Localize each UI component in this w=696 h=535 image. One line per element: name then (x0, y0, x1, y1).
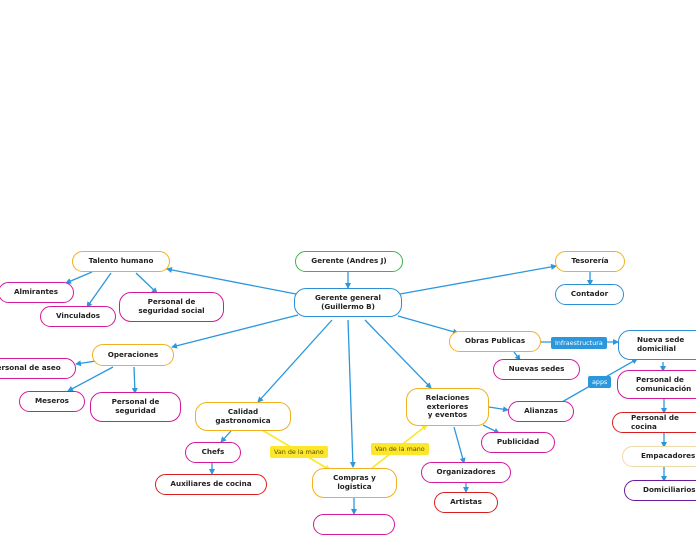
node-nueva-sede-domicilial[interactable]: Nueva sede domicilial (618, 330, 696, 360)
link-general-to-calidad (257, 319, 333, 403)
node-contador[interactable]: Contador (555, 284, 624, 305)
node-relaciones-exteriores[interactable]: Relaciones exteriores y eventos (406, 388, 489, 426)
node-almirantes[interactable]: Almirantes (0, 282, 74, 303)
node-meseros[interactable]: Meseros (19, 391, 85, 412)
node-domiciliarios[interactable]: Domiciliarios (624, 480, 696, 501)
link-operaciones-to-seguridad (131, 366, 138, 394)
link-operaciones-to-meseros (67, 366, 114, 392)
node-auxiliares-cocina[interactable]: Auxiliares de cocina (155, 474, 267, 495)
tag-van-de-la-mano-right: Van de la mano (371, 443, 429, 456)
link-obras-to-sedes (513, 351, 521, 361)
node-compras-child[interactable] (313, 514, 395, 535)
node-personal-aseo[interactable]: Personal de aseo (0, 358, 76, 379)
link-relaciones-to-publicidad (482, 424, 500, 434)
node-chefs[interactable]: Chefs (185, 442, 241, 463)
link-talento-to-vinculados (86, 272, 112, 308)
link-talento-to-almirantes (65, 271, 93, 284)
link-talento-to-seguridad-social (135, 272, 158, 294)
node-operaciones[interactable]: Operaciones (92, 344, 174, 366)
node-compras-logistica[interactable]: Compras y logistica (312, 468, 397, 498)
tag-van-de-la-mano-left: Van de la mano (270, 446, 328, 459)
link-relaciones-to-alianzas (488, 406, 509, 413)
node-gerente[interactable]: Gerente (Andres J) (295, 251, 403, 272)
node-personal-comunicacion[interactable]: Personal de comunicación (617, 370, 696, 399)
node-gerente-general[interactable]: Gerente general (Guillermo B) (294, 288, 402, 317)
link-relaciones-to-organizadores (453, 426, 466, 464)
link-general-to-compras (347, 319, 356, 468)
link-general-to-talento (166, 267, 297, 295)
node-alianzas[interactable]: Alianzas (508, 401, 574, 422)
node-publicidad[interactable]: Publicidad (481, 432, 555, 453)
link-general-to-obras (397, 315, 459, 335)
node-personal-cocina[interactable]: Personal de cocina (612, 412, 696, 433)
node-talento-humano[interactable]: Talento humano (72, 251, 170, 272)
link-general-to-operaciones (171, 314, 299, 349)
node-personal-seguridad[interactable]: Personal de seguridad (90, 392, 181, 422)
link-operaciones-to-aseo (75, 360, 97, 367)
node-personal-seguridad-social[interactable]: Personal de seguridad social (119, 292, 224, 322)
node-obras-publicas[interactable]: Obras Publicas (449, 331, 541, 352)
tag-apps: apps (588, 376, 612, 389)
node-nuevas-sedes[interactable]: Nuevas sedes (493, 359, 580, 380)
node-calidad-gastronomica[interactable]: Calidad gastronomica (195, 402, 291, 431)
tag-infraestructura: Infraestructura (551, 337, 607, 350)
link-general-to-tesoreria (399, 263, 557, 295)
node-tesoreria[interactable]: Tesorería (555, 251, 625, 272)
node-organizadores[interactable]: Organizadores (421, 462, 511, 483)
node-empacadores[interactable]: Empacadores (622, 446, 696, 467)
link-general-to-relaciones (364, 319, 432, 389)
link-calidad-to-chefs (220, 430, 232, 443)
node-artistas[interactable]: Artistas (434, 492, 498, 513)
node-vinculados[interactable]: Vinculados (40, 306, 116, 327)
